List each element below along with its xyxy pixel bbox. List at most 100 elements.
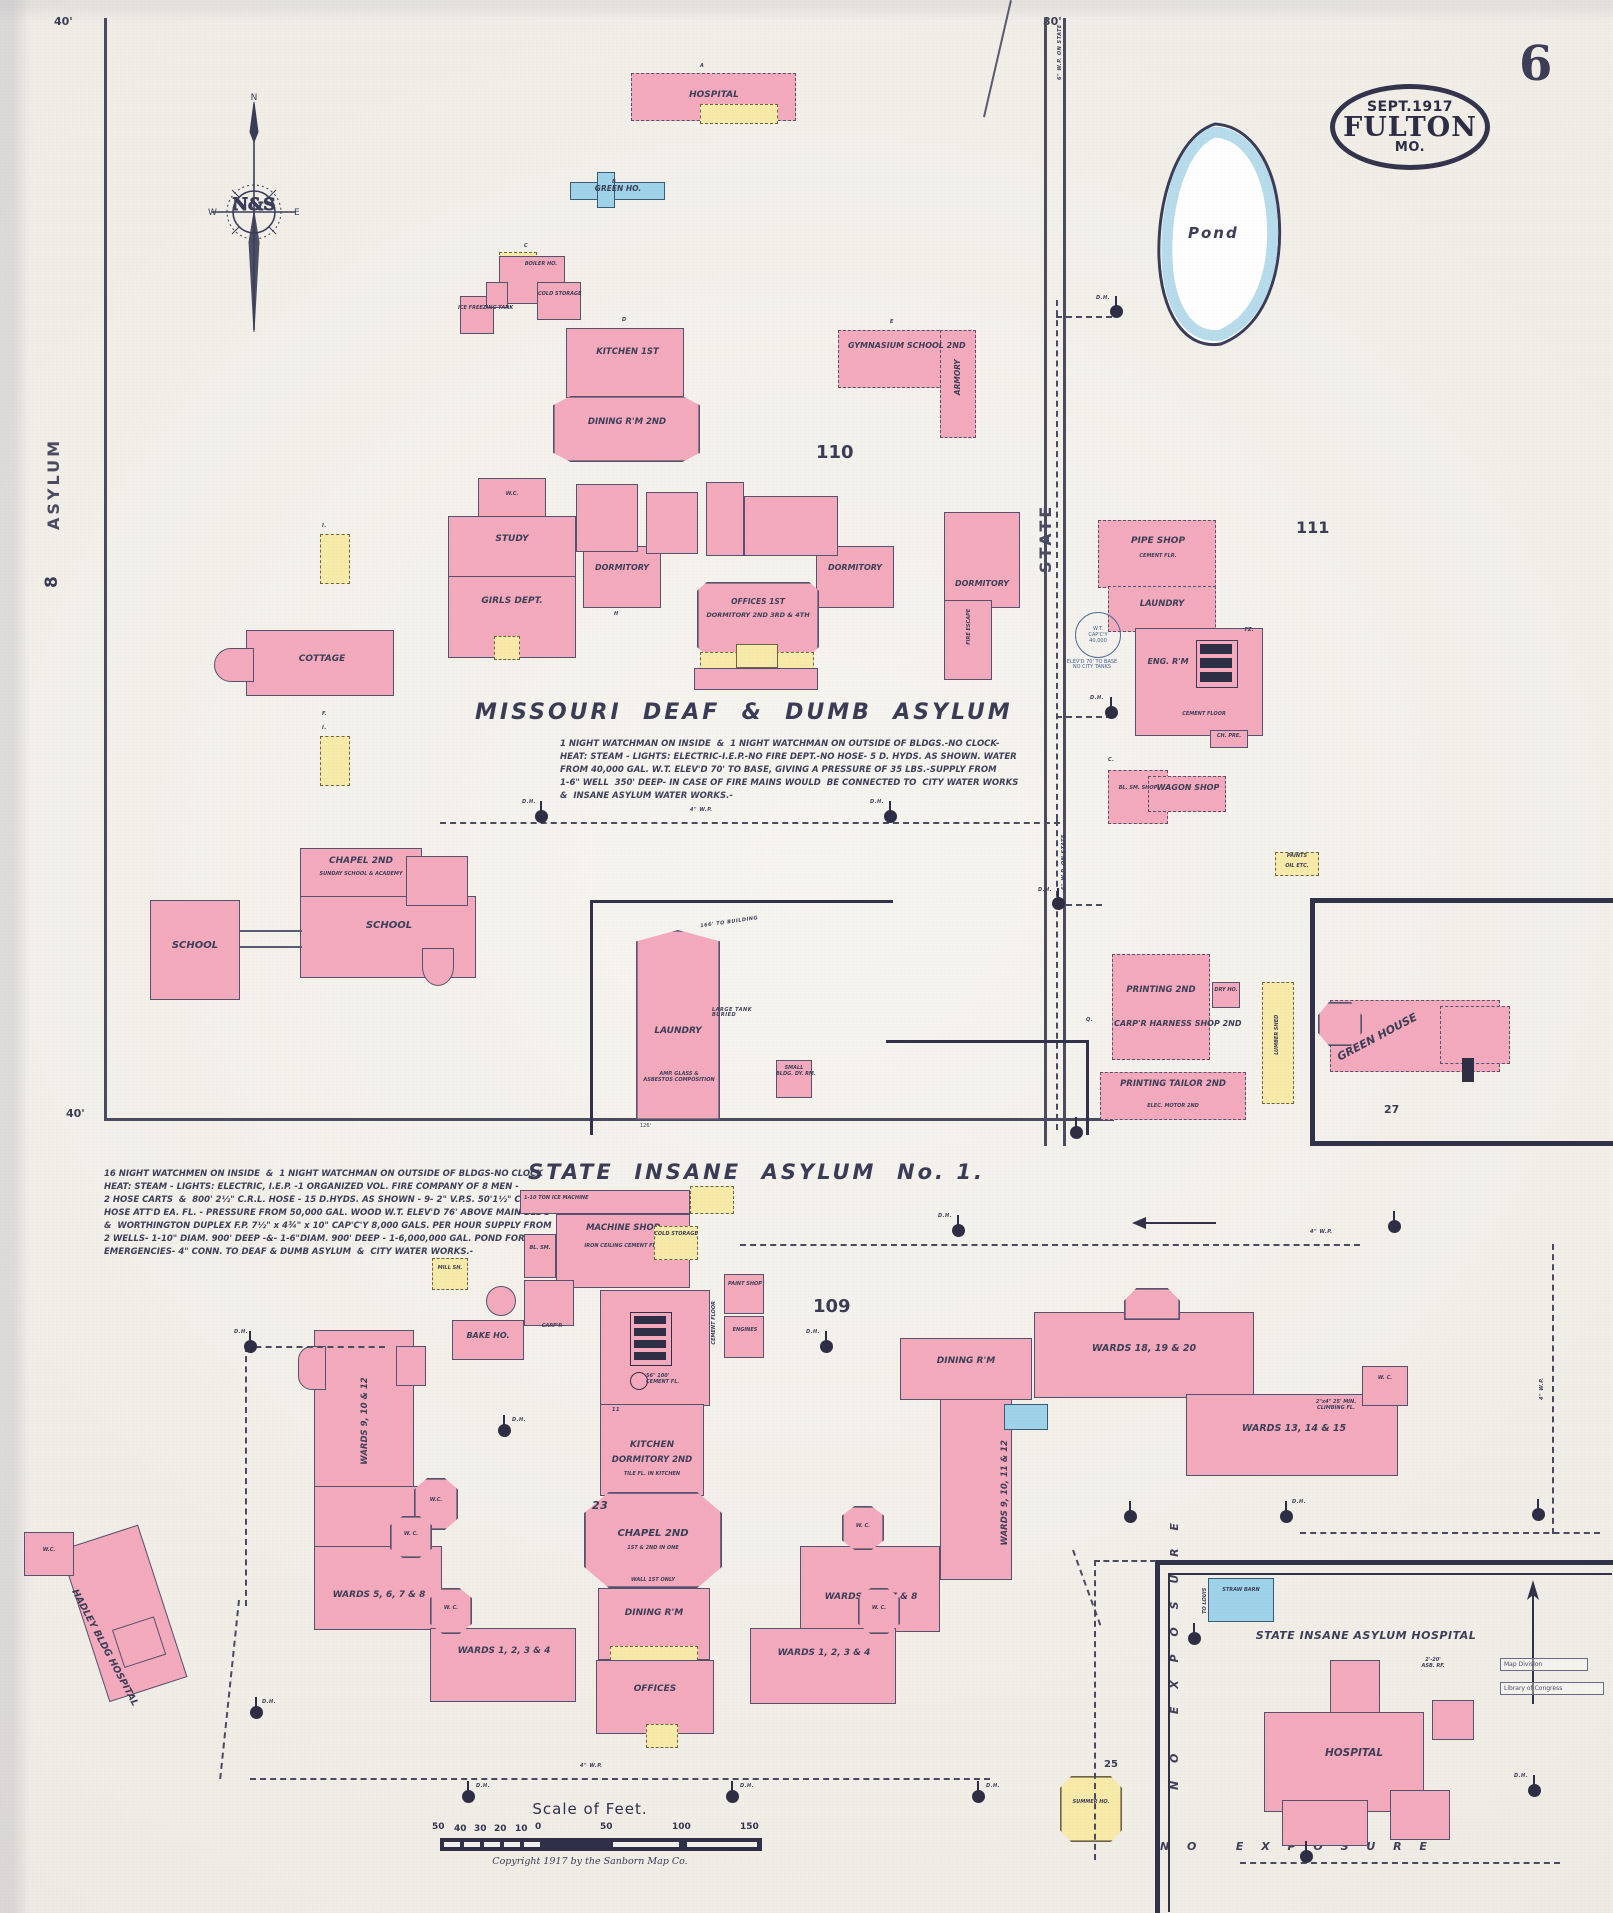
building-label-offices-sub: DORMITORY 2ND 3RD & 4TH [706, 611, 810, 619]
boiler-i2 [634, 1328, 666, 1336]
boiler-label-note: 56" 100' CEMENT FL. [646, 1373, 680, 1385]
margin-tick-top-right: 30' [1043, 15, 1062, 28]
shed-key-i2: I. [322, 725, 327, 731]
building-label-study: STUDY [495, 534, 529, 544]
scale-tick: 20 [494, 1824, 507, 1834]
building-wards-18-bay [1124, 1288, 1180, 1320]
block-number-109: 109 [813, 1296, 851, 1317]
hydrant [244, 1331, 257, 1353]
water-pipe-branch-3 [1056, 904, 1102, 906]
building-label-chapel-insane-sub: 1ST & 2ND IN ONE [627, 1545, 679, 1551]
building-cold-storage [537, 282, 581, 320]
notes-deaf-dumb: 1 NIGHT WATCHMAN ON INSIDE & 1 NIGHT WAT… [560, 739, 1019, 801]
scale-tick: 30 [474, 1824, 487, 1834]
hydrant [250, 1697, 263, 1719]
hospital-inset-outline [1155, 1560, 1613, 1913]
boiler-i4 [634, 1352, 666, 1360]
building-label-wards-9-12-right: WARDS 9, 10, 11 & 12 [1000, 1440, 1011, 1546]
building-paint-shop [724, 1274, 764, 1314]
building-wards-5678-left [314, 1546, 442, 1630]
boiler-1 [1200, 644, 1232, 654]
title-hospital-inset: STATE INSANE ASYLUM HOSPITAL [1255, 1629, 1477, 1642]
shed-label-paints: PAINTS [1286, 853, 1308, 859]
building-dining-rm-2nd [553, 396, 700, 462]
building-round-tank [486, 1286, 516, 1316]
water-tank-stamp-note: ELEV'D 70' TO BASE NO CITY TANKS [1066, 659, 1118, 671]
building-label-printing-tailor: PRINTING TAILOR 2ND [1120, 1079, 1226, 1089]
building-key-e: E [890, 319, 894, 325]
building-wards-13-14-15 [1186, 1394, 1398, 1476]
boiler-3 [1200, 672, 1232, 682]
building-label-laundry-sub: AMP. GLASS & ASBESTOS COMPOSITION [643, 1071, 715, 1083]
building-offices-dormitory [697, 582, 819, 656]
water-pipe-right-v [1552, 1244, 1554, 1534]
laundry-block-outline-2 [886, 1040, 1089, 1135]
building-green-house-b [570, 182, 665, 200]
building-label-wagon-shop: WAGON SHOP [1156, 783, 1220, 792]
scale-tick: 50 [432, 1822, 445, 1832]
building-label-chapel-insane: CHAPEL 2ND [617, 1528, 689, 1539]
building-label-ice-machine: 1-10 TON ICE MACHINE [524, 1195, 589, 1201]
water-pipe-label-mid: 4" W.P. [1310, 1229, 1333, 1235]
water-pipe-label-state: 6" W.P. ON STATE [1061, 834, 1067, 890]
building-green-house-b-wing [597, 172, 615, 208]
building-label-hadley-wc: W.C. [42, 1547, 56, 1553]
building-label-chapel-sub: SUNDAY SCHOOL & ACADEMY [319, 871, 403, 877]
svg-text:W: W [208, 208, 217, 218]
building-label-bl-sm: BL. SM. SHOP [1118, 785, 1158, 791]
building-label-hospital-inset: HOSPITAL [1324, 1747, 1384, 1759]
building-dorm-connector-b [646, 492, 698, 554]
building-bake-ho [452, 1320, 524, 1360]
building-hospital-annex [700, 104, 778, 124]
property-line-inset-top [1094, 1560, 1156, 1562]
shed-label-paints-sub: OIL ETC. [1285, 863, 1309, 869]
boiler-circle [630, 1372, 648, 1390]
water-pipe-branch-2 [1056, 716, 1112, 718]
building-label-ch-pre: CH. PRE. [1216, 733, 1242, 739]
hydrant-label: D.H. [806, 1329, 821, 1335]
building-dry-ho [1212, 982, 1240, 1008]
building-wards-9-bay [298, 1346, 326, 1390]
property-line-left-top [245, 1346, 385, 1348]
building-key-a: A [700, 63, 705, 69]
water-pipe-inset-top [1300, 1532, 1600, 1534]
hydrant-label: D.H. [1292, 1499, 1307, 1505]
street-state-line-west [1044, 18, 1047, 1146]
street-label-asylum: ASYLUM [44, 437, 63, 530]
hydrant [498, 1415, 511, 1437]
building-key-c2: C. [1108, 757, 1115, 763]
building-label-wc: W.C. [505, 491, 519, 497]
building-dormitory-left [583, 546, 661, 608]
building-label-wards-9-10-12: WARDS 9, 10 & 12 [360, 1377, 371, 1465]
scale-title: Scale of Feet. [532, 1800, 648, 1818]
building-key-d: D [622, 317, 627, 323]
building-offices-rear [694, 668, 818, 690]
pipe-note-state: 6" W.P. ON STATE [1057, 24, 1063, 80]
hydrant-label: D.H. [740, 1783, 755, 1789]
building-green-house-east [1440, 1006, 1510, 1064]
building-number-summer: 25 [1104, 1759, 1118, 1770]
building-boiler-small [486, 282, 508, 308]
building-label-wards-5678-left: WARDS 5, 6, 7 & 8 [332, 1590, 426, 1600]
hydrant [1188, 1623, 1201, 1645]
title-cartouche: SEPT.1917 FULTON MO. [1330, 84, 1490, 170]
greenhouse-boiler [1462, 1058, 1474, 1082]
school-connector-2 [240, 946, 302, 948]
hydrant [462, 1781, 475, 1803]
building-kitchen-dormitory [600, 1404, 704, 1496]
water-pipe-inset-bottom [1240, 1862, 1560, 1864]
building-cottage-round [214, 648, 254, 682]
hydrant [820, 1331, 833, 1353]
building-laundry-small [776, 1060, 812, 1098]
building-label-dining-rm-insane: DINING R'M [624, 1608, 684, 1618]
building-printing-tailor [1100, 1072, 1246, 1120]
svg-text:E: E [294, 208, 300, 218]
building-ice-machine [520, 1190, 690, 1214]
building-label-wc-left: W.C. [429, 1497, 443, 1503]
building-label-school-west: SCHOOL [171, 940, 219, 951]
building-ice-annex [690, 1186, 734, 1214]
building-label-cement-floor: CEMENT FLOOR [1182, 711, 1226, 717]
hydrant [1105, 697, 1118, 719]
scale-tick: 0 [535, 1822, 542, 1832]
building-label-machine-shop: MACHINE SHOP [586, 1223, 660, 1233]
